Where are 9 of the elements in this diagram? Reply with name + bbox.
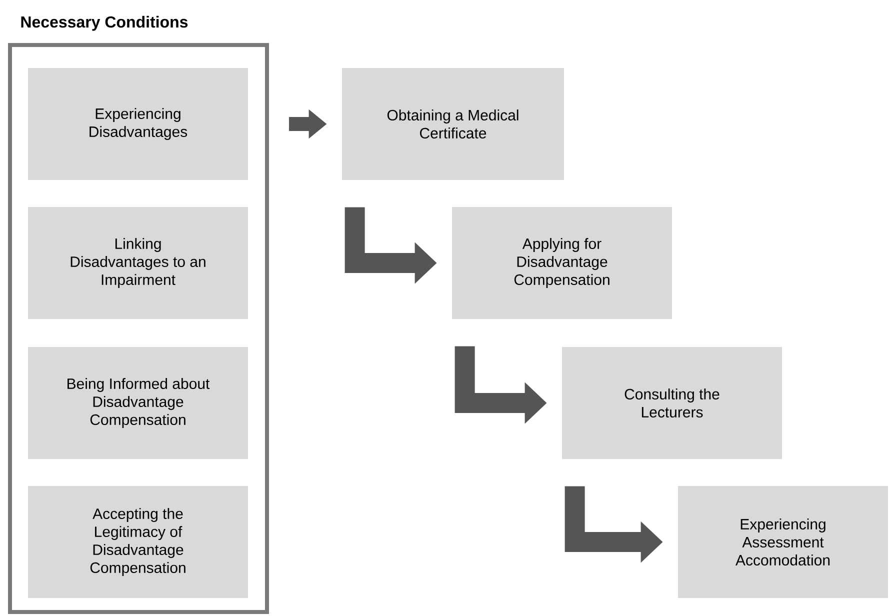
process-box: Being Informed about Disadvantage Compensation — [28, 347, 248, 459]
process-box: Experiencing Disadvantages — [28, 68, 248, 180]
process-box: Experiencing Assessment Accomodation — [678, 486, 888, 598]
group-heading: Necessary Conditions — [21, 16, 188, 31]
process-box: Accepting the Legitimacy of Disadvantage Compensation — [28, 486, 248, 598]
process-box: Applying for Disadvantage Compensation — [452, 207, 672, 319]
process-box: Obtaining a Medical Certificate — [342, 68, 564, 180]
process-box: Linking Disadvantages to an Impairment — [28, 207, 248, 319]
process-box: Consulting the Lecturers — [562, 347, 782, 459]
